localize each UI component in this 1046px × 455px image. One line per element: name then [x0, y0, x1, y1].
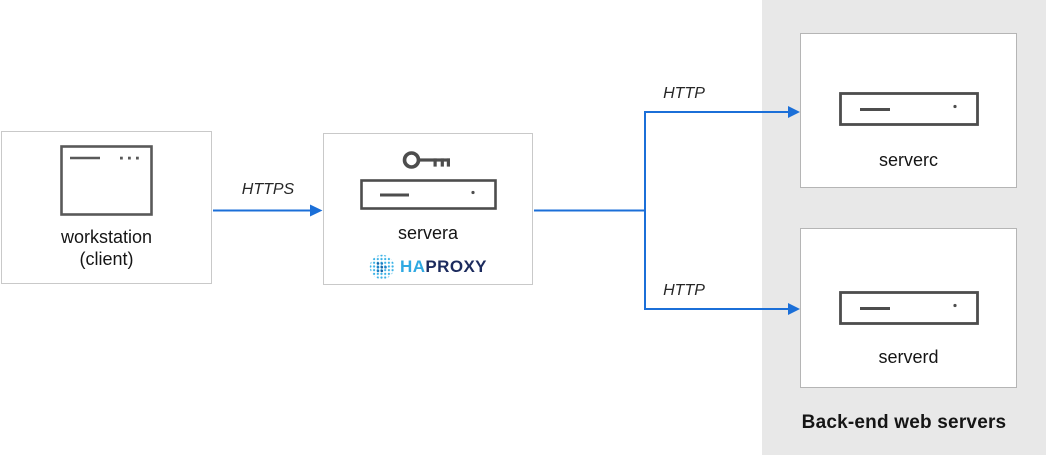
- arrowhead-http-bottom: [788, 303, 800, 315]
- node-serverd-label: serverd: [878, 347, 939, 367]
- haproxy-wordmark-ha: HA: [400, 256, 426, 276]
- server-icon: [838, 92, 979, 126]
- haproxy-dots-icon: [369, 254, 395, 280]
- browser-window-icon: [60, 145, 153, 216]
- backend-panel-label: Back-end web servers: [801, 412, 1007, 433]
- edge-label-http-top: HTTP: [663, 85, 705, 102]
- node-serverc-label: serverc: [878, 150, 938, 170]
- server-icon: [838, 291, 979, 325]
- node-workstation-label-line2: (client): [79, 248, 134, 269]
- server-icon: [359, 179, 497, 210]
- node-servera: servera: [323, 133, 533, 285]
- arrowhead-https: [310, 204, 323, 217]
- edge-arrowheads: [310, 106, 800, 315]
- node-serverd: serverd: [800, 228, 1017, 388]
- node-serverc: serverc: [800, 33, 1017, 188]
- node-servera-label: servera: [397, 223, 459, 243]
- haproxy-wordmark-proxy: PROXY: [425, 256, 487, 276]
- haproxy-logo: HAPROXY: [369, 254, 487, 280]
- haproxy-wordmark: HAPROXY: [400, 257, 487, 277]
- node-workstation-label: workstation (client): [61, 227, 152, 271]
- edge-label-https: HTTPS: [241, 181, 295, 198]
- node-workstation-label-line1: workstation: [60, 227, 153, 247]
- node-workstation: workstation (client): [1, 131, 212, 284]
- arrowhead-http-top: [788, 106, 800, 118]
- edge-label-http-bottom: HTTP: [663, 282, 705, 299]
- edge-strokes: [213, 111, 789, 310]
- key-icon: [402, 151, 450, 169]
- edge-branch-lines: [644, 111, 789, 310]
